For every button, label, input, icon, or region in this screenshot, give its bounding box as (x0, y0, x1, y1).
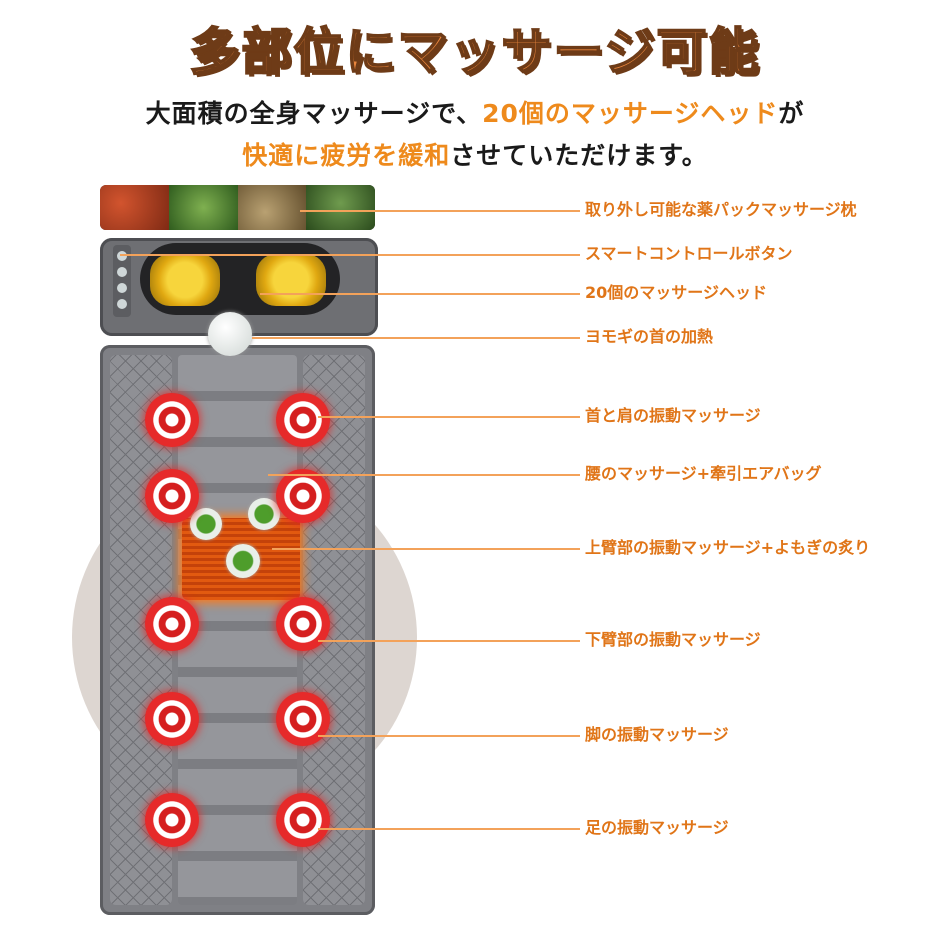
callout-line (318, 640, 580, 642)
callout-line (300, 210, 580, 212)
herb-pack-red (100, 185, 169, 230)
herb-pack-green (168, 185, 238, 230)
massage-mat (100, 345, 375, 915)
callout-line (318, 416, 580, 418)
vibration-node-leg-right (276, 692, 330, 746)
callout-line (272, 548, 580, 550)
label-neck-heat: ヨモギの首の加熱 (585, 327, 714, 346)
control-button-panel[interactable] (113, 245, 131, 317)
subtitle-line-1: 大面積の全身マッサージで、20個のマッサージヘッドが (0, 94, 950, 130)
vibration-node-waist-right (276, 469, 330, 523)
label-herb-pillow: 取り外し可能な薬パックマッサージ枕 (585, 200, 857, 219)
vibration-node-neck-left (145, 393, 199, 447)
control-button[interactable] (117, 251, 127, 261)
subtitle-highlight-1: 20個のマッサージヘッド (482, 99, 779, 128)
label-leg: 脚の振動マッサージ (585, 725, 729, 744)
callout-line (318, 828, 580, 830)
herb-pack-leaf (306, 185, 375, 230)
control-button[interactable] (117, 267, 127, 277)
vibration-node-lower-arm-right (276, 597, 330, 651)
control-button[interactable] (117, 299, 127, 309)
label-control-buttons: スマートコントロールボタン (585, 244, 793, 263)
subtitle-text-b: が (778, 99, 805, 128)
subtitle-highlight-2: 快適に疲労を緩和 (242, 141, 451, 170)
label-waist: 腰のマッサージ+牽引エアバッグ (585, 464, 822, 483)
label-upper-arm: 上臂部の振動マッサージ+よもぎの炙り (585, 538, 871, 557)
mugwort-leaf-icon (190, 508, 222, 540)
callout-line (268, 474, 580, 476)
control-button[interactable] (117, 283, 127, 293)
subtitle-text-c: させていただけます。 (450, 141, 708, 170)
subtitle-line-2: 快適に疲労を緩和させていただけます。 (0, 136, 950, 172)
vibration-node-foot-left (145, 793, 199, 847)
label-foot: 足の振動マッサージ (585, 818, 729, 837)
subtitle-text-a: 大面積の全身マッサージで、 (145, 99, 483, 128)
mugwort-leaf-icon (248, 498, 280, 530)
vibration-node-neck-right (276, 393, 330, 447)
vibration-node-leg-left (145, 692, 199, 746)
callout-line (120, 254, 580, 256)
callout-line (318, 735, 580, 737)
callout-line (252, 337, 580, 339)
label-lower-arm: 下臂部の振動マッサージ (585, 630, 761, 649)
massage-head-cluster-right (256, 254, 326, 306)
vibration-node-lower-arm-left (145, 597, 199, 651)
callout-line (260, 293, 580, 295)
label-massage-heads: 20個のマッサージヘッド (585, 283, 767, 302)
herb-pack-pillow (100, 185, 375, 230)
page-title: 多部位にマッサージ可能 (189, 22, 761, 82)
herb-pack-brown (237, 185, 307, 230)
vibration-node-foot-right (276, 793, 330, 847)
vibration-node-waist-left (145, 469, 199, 523)
mugwort-leaf-icon (226, 544, 260, 578)
mugwort-neck-heater-icon (208, 312, 252, 356)
massage-head-cluster-left (150, 254, 220, 306)
label-neck-shoulder: 首と肩の振動マッサージ (585, 406, 761, 425)
